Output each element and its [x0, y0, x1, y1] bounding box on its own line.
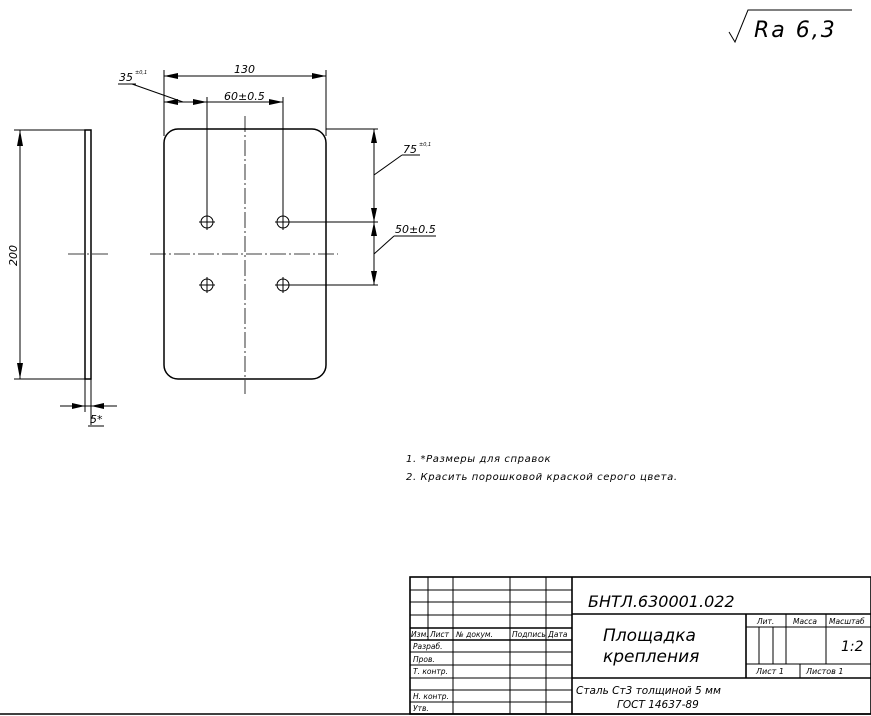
hole-y-offset-label: 75 — [403, 143, 417, 156]
row-prov: Пров. — [413, 655, 435, 664]
col-doc: № докум. — [455, 630, 493, 639]
lit-header: Лит. — [756, 617, 774, 626]
col-sign: Подпись — [512, 630, 546, 639]
col-list: Лист — [429, 630, 450, 639]
sheet-number: Лист 1 — [755, 667, 784, 676]
row-razrab: Разраб. — [413, 642, 442, 651]
note-2: 2. Красить порошковой краской серого цве… — [406, 472, 678, 483]
row-nkontr: Н. контр. — [413, 692, 449, 701]
col-izm: Изм. — [411, 630, 429, 639]
row-tkontr: Т. контр. — [413, 667, 448, 676]
roughness-mark: Ra 6,3 — [728, 9, 852, 44]
part-name-line1: Площадка — [603, 626, 696, 646]
hole-x-offset-leader — [131, 83, 184, 103]
hole-bottom-left — [199, 277, 215, 293]
mass-header: Масса — [793, 617, 817, 626]
scale-header: Масштаб — [829, 617, 865, 626]
thickness-dimension-label: 5* — [90, 413, 103, 426]
sheets-total: Листов 1 — [805, 667, 844, 676]
hole-bottom-right — [275, 277, 291, 293]
hole-x-dimension-label: 60±0.5 — [224, 90, 265, 103]
designation-code: БНТЛ.630001.022 — [588, 592, 735, 611]
note-1: 1. *Размеры для справок — [406, 454, 551, 465]
row-utv: Утв. — [413, 704, 429, 713]
height-dimension-label: 200 — [7, 245, 20, 266]
side-view-outline — [84, 129, 92, 380]
hole-top-right — [275, 214, 291, 230]
material-line2: ГОСТ 14637-89 — [617, 699, 699, 711]
hole-top-left — [199, 214, 215, 230]
col-date: Дата — [547, 630, 568, 639]
hole-y-dimension-label: 50±0.5 — [395, 223, 436, 236]
side-view: 200 5* — [7, 129, 117, 427]
width-dimension-label: 130 — [234, 63, 255, 76]
roughness-check-icon — [728, 9, 852, 44]
scale-value: 1:2 — [841, 639, 864, 655]
material-line1: Сталь Ст3 толщиной 5 мм — [576, 685, 721, 697]
part-name-line2: крепления — [603, 647, 699, 667]
hole-x-offset-tolerance: ±0,1 — [135, 70, 147, 76]
front-view: 130 60±0.5 35 ±0,1 75 ±0,1 50±0.5 — [118, 63, 436, 394]
technical-notes: 1. *Размеры для справок 2. Красить порош… — [406, 454, 678, 483]
title-block: БНТЛ.630001.022 Площадка крепления Сталь… — [0, 576, 871, 715]
roughness-label: Ra 6,3 — [754, 18, 837, 43]
hole-x-offset-label: 35 — [119, 71, 133, 84]
hole-y-offset-tolerance: ±0,1 — [419, 142, 431, 148]
